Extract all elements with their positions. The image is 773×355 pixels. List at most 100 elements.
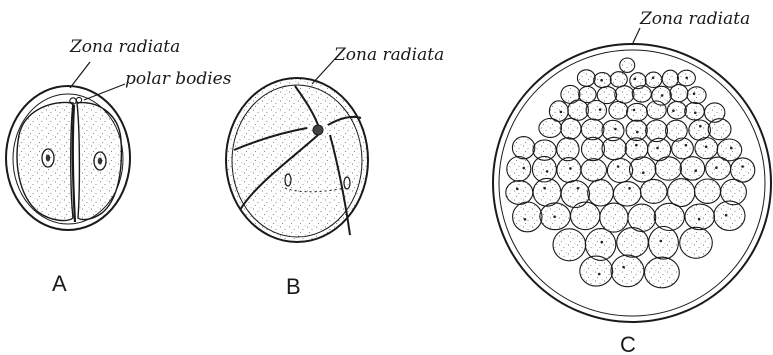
blastomere-nucleus: [642, 171, 645, 174]
blastomere-cell: [617, 228, 649, 258]
blastomere-nucleus: [614, 128, 617, 131]
panel-b-letter: B: [286, 274, 301, 299]
panel-b: Zona radiata B: [226, 45, 444, 299]
blastomere-cell: [557, 158, 581, 183]
blastomere-nucleus: [699, 125, 702, 128]
blastomere-nucleus: [636, 131, 639, 134]
blastomere-nucleus: [693, 93, 696, 96]
blastomere-nucleus: [617, 165, 620, 168]
blastomere-nucleus: [635, 144, 638, 147]
blastomere-cell: [680, 227, 713, 258]
blastomere-nucleus: [685, 77, 688, 80]
blastomere-cell: [588, 180, 614, 206]
blastomere-cell: [513, 202, 542, 232]
blastomere-cell: [672, 138, 694, 159]
panel-c-letter: C: [620, 332, 636, 355]
blastomere-cell: [580, 256, 613, 286]
blastomere-nucleus: [600, 79, 603, 82]
blastomere-nucleus: [543, 187, 546, 190]
panel-a-blastomere-left: [17, 102, 73, 220]
blastomere-cell: [625, 138, 648, 160]
panel-a: Zona radiata polar bodies A: [6, 37, 232, 296]
blastomere-cell: [512, 137, 534, 159]
blastomere-cell: [645, 72, 662, 87]
blastomere-cell: [568, 100, 589, 120]
blastomere-cell: [581, 159, 606, 181]
blastomere-cell: [640, 179, 667, 203]
blastomere-cell: [731, 158, 755, 182]
blastomere-cell: [620, 58, 635, 72]
panel-a-polar-leader: [84, 84, 125, 100]
polar-body-2: [76, 97, 81, 102]
blastomere-cell: [506, 181, 533, 205]
panel-a-zona-label: Zona radiata: [69, 37, 180, 57]
blastomere-cell: [708, 119, 731, 140]
blastomere-nucleus: [694, 169, 697, 172]
blastomere-cell: [553, 229, 586, 261]
blastomere-cell: [647, 101, 667, 119]
blastomere-cell: [649, 227, 679, 260]
blastomere-cell: [571, 202, 600, 230]
blastomere-cell: [613, 182, 641, 206]
blastomere-cell: [685, 204, 715, 230]
panel-c-zona-label: Zona radiata: [639, 9, 750, 29]
blastomere-cell: [586, 101, 606, 121]
blastomere-cell: [582, 137, 605, 160]
blastomere-cell: [706, 157, 731, 180]
blastomere-cell: [685, 103, 705, 120]
blastomere-nucleus: [730, 147, 733, 150]
blastomere-nucleus: [656, 147, 659, 150]
blastomere-nucleus: [633, 109, 636, 112]
blastomere-nucleus: [741, 165, 744, 168]
blastomere-nucleus: [672, 109, 675, 112]
blastomere-cell: [670, 85, 688, 102]
blastomere-nucleus: [634, 78, 637, 81]
blastomere-cell: [581, 119, 604, 140]
blastomere-cell: [539, 119, 562, 138]
blastomere-cell: [627, 103, 648, 121]
blastomere-cell: [610, 72, 627, 87]
blastomere-cell: [615, 86, 634, 103]
blastomere-cell: [602, 137, 626, 159]
blastomere-cell: [645, 257, 680, 288]
blastomere-cell: [655, 157, 681, 180]
panel-b-polar-bodies: [313, 125, 323, 135]
blastomere-nucleus: [661, 94, 664, 97]
blastomere-nucleus: [599, 108, 602, 111]
panel-a-nucleolus-right: [98, 158, 102, 165]
blastomere-cell: [600, 203, 628, 232]
panel-a-nucleolus-left: [46, 155, 50, 162]
blastomere-cell: [533, 178, 561, 206]
blastomere-nucleus: [705, 145, 708, 148]
panel-b-zona-leader: [312, 60, 334, 84]
panel-c: Zona radiata C: [493, 9, 771, 355]
panel-a-letter: A: [52, 271, 67, 296]
blastomere-nucleus: [553, 215, 556, 218]
blastomere-nucleus: [725, 214, 728, 217]
blastomere-nucleus: [569, 167, 572, 170]
blastomere-cell: [667, 102, 686, 119]
blastomere-nucleus: [546, 170, 549, 173]
blastomere-nucleus: [560, 111, 563, 114]
blastomere-cell: [561, 118, 581, 139]
blastomere-nucleus: [698, 218, 701, 221]
panel-b-zona-label: Zona radiata: [333, 45, 444, 65]
blastomere-cell: [585, 229, 615, 261]
blastomere-cell: [577, 70, 595, 86]
blastomere-cell: [632, 86, 651, 102]
blastomere-nucleus: [628, 187, 631, 190]
blastomere-cell: [695, 179, 721, 203]
blastomere-nucleus: [516, 188, 519, 191]
blastomere-nucleus: [694, 112, 697, 115]
blastomere-nucleus: [685, 144, 688, 147]
blastomere-cell: [714, 201, 745, 230]
blastomere-cell: [607, 159, 632, 183]
blastomere-cell: [680, 157, 705, 180]
blastomere-cell: [507, 157, 531, 182]
blastomere-cell: [695, 138, 718, 159]
blastomere-cell: [609, 102, 628, 120]
blastomere-cluster: [506, 58, 755, 288]
panel-a-zona-leader: [70, 62, 90, 88]
